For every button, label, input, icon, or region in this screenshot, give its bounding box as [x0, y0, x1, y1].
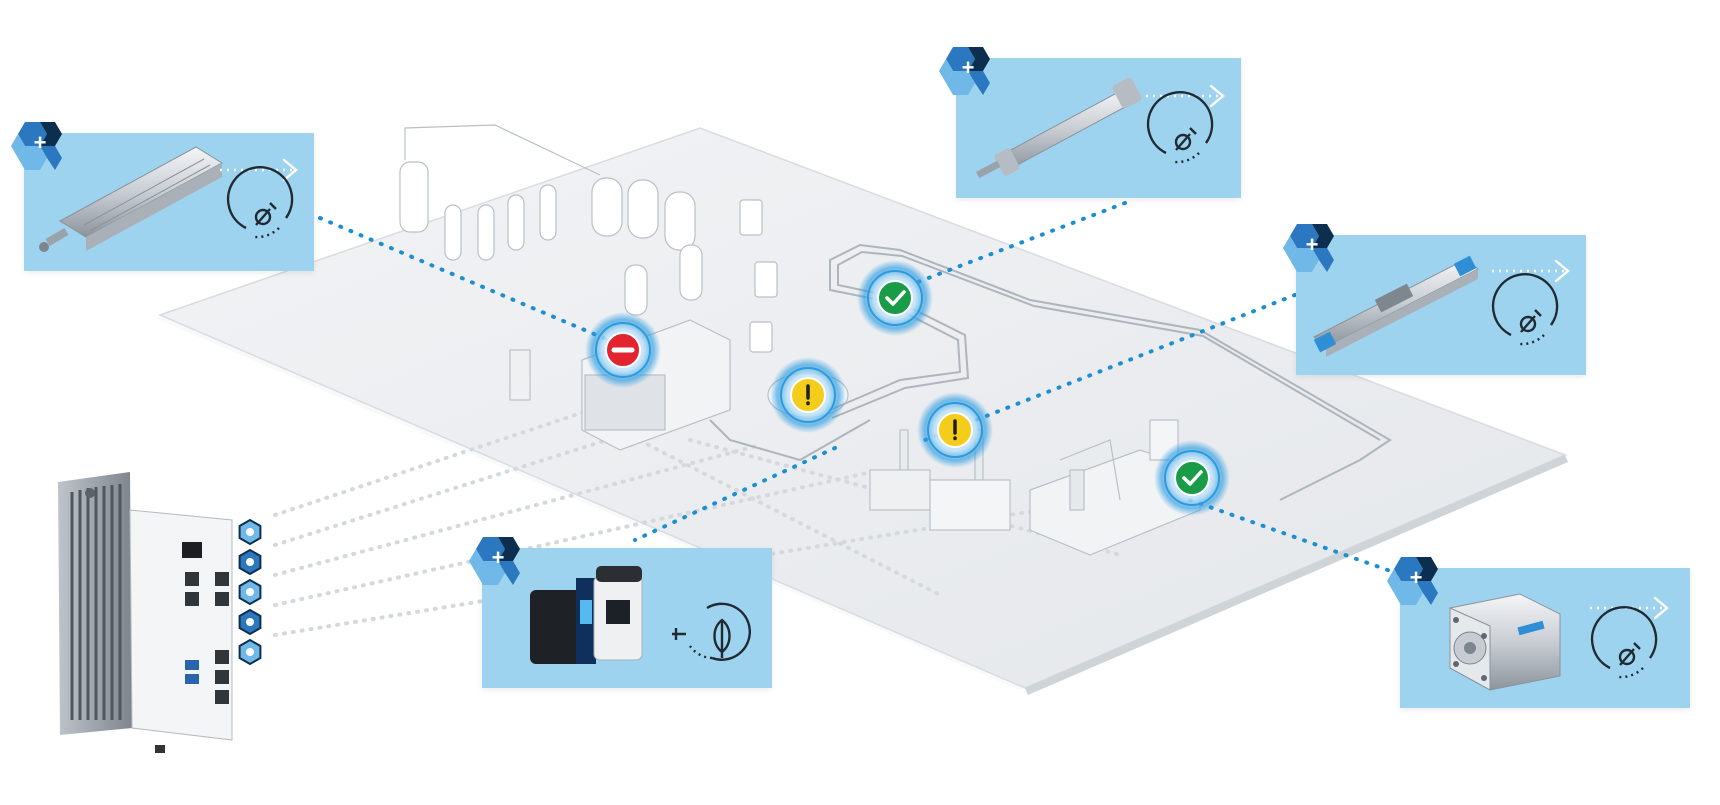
dotted-arrow-right-icon	[1492, 259, 1570, 283]
plus-hex-badge-icon: +	[468, 535, 528, 596]
check-icon	[1182, 470, 1203, 486]
plus-hex-badge-icon: +	[1282, 222, 1342, 283]
status-markers	[585, 260, 1230, 516]
edge-port-dot	[246, 528, 254, 536]
status-marker-palletizer[interactable]	[917, 392, 993, 468]
maintenance-hand-wrench-icon	[1146, 91, 1214, 164]
check-icon	[885, 290, 906, 306]
status-marker-rotary-table[interactable]	[770, 357, 846, 433]
energy-leaf-plug-icon	[672, 602, 751, 661]
card-compact-cylinder[interactable]	[1400, 568, 1690, 708]
maintenance-hand-wrench-icon	[1491, 273, 1559, 346]
plus-hex-badge-icon: +	[938, 45, 998, 106]
card-profile-cylinder[interactable]	[24, 133, 314, 271]
conveyors	[709, 243, 1392, 501]
round-cylinder-icon	[975, 77, 1142, 179]
factory-floor	[155, 127, 1570, 695]
profile-cylinder-icon	[39, 146, 223, 252]
status-marker-filler[interactable]	[585, 312, 661, 388]
maintenance-hand-wrench-icon	[1590, 606, 1658, 679]
dotted-arrow-right-icon	[220, 158, 298, 182]
svg-text:+: +	[1306, 232, 1319, 257]
edge-port-dot	[246, 588, 254, 596]
storage-tanks	[399, 124, 778, 353]
compact-cylinder-icon	[1449, 593, 1561, 691]
card-linear-actuator[interactable]	[1296, 235, 1586, 375]
svg-text:+: +	[1410, 565, 1423, 590]
palletizer	[869, 429, 1011, 531]
edge-controller	[58, 472, 233, 753]
card-round-cylinder[interactable]	[956, 58, 1241, 198]
dotted-arrow-right-icon	[1590, 596, 1669, 620]
linear-actuator-icon	[1313, 255, 1479, 357]
plus-hex-badge-icon: +	[10, 120, 70, 181]
status-marker-packaging[interactable]	[1154, 440, 1230, 516]
status-marker-conveyor-top[interactable]	[857, 260, 933, 336]
svg-text:+: +	[34, 130, 47, 155]
edge-port-dot	[246, 618, 254, 626]
edge-port-badges	[238, 518, 262, 666]
edge-port-dot	[246, 558, 254, 566]
svg-text:+: +	[492, 545, 505, 570]
edge-port-dot	[246, 648, 254, 656]
maintenance-hand-wrench-icon	[226, 166, 294, 239]
flow-sensor-icon	[530, 566, 643, 664]
card-pressure-flow-sensor[interactable]	[482, 548, 772, 688]
svg-text:+: +	[962, 55, 975, 80]
dotted-arrow-right-icon	[1146, 84, 1225, 108]
plus-hex-badge-icon: +	[1386, 555, 1446, 616]
